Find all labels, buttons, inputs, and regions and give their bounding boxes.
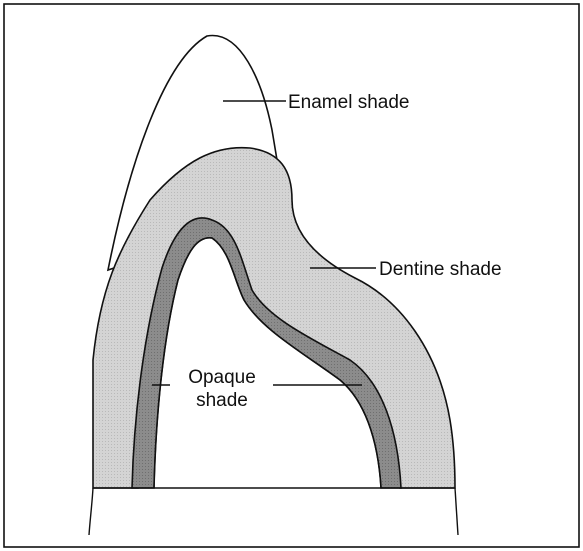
root-right-line	[455, 488, 458, 535]
opaque-shade-label-line2: shade	[196, 390, 248, 411]
enamel-shade-label: Enamel shade	[288, 92, 409, 113]
opaque-shade-label-line1: Opaque	[188, 367, 256, 388]
dentine-shade-label: Dentine shade	[379, 259, 502, 280]
root-left-line	[89, 488, 93, 535]
